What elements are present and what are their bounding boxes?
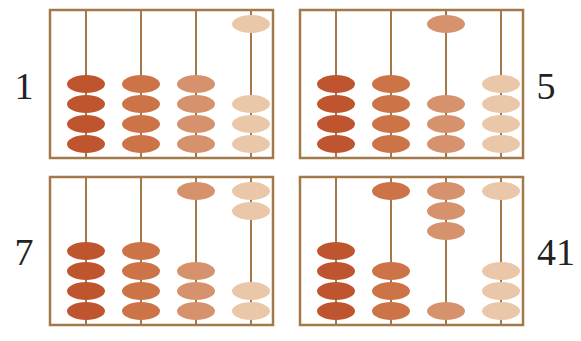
abacus-bead [232,202,270,220]
abacus-bead [372,95,410,113]
abacus-frame [300,10,523,158]
abacus-bead [482,282,520,300]
abacus-bead [67,95,105,113]
abacus-bead [482,182,520,200]
abacus-bead [427,15,465,33]
abacus-bead [67,282,105,300]
abacus-bead [67,135,105,153]
abacus-bead [177,95,215,113]
abacus-bead [177,75,215,93]
abacus-bead [177,135,215,153]
abacus-bead [482,302,520,320]
abacus-bead [67,262,105,280]
abacus-bead [177,282,215,300]
abacus-frame [300,177,523,325]
abacus-bead [232,182,270,200]
abacus-bead [427,115,465,133]
abacus-bead [482,75,520,93]
abacus-bead [177,262,215,280]
abacus-frame-group [50,177,273,325]
abacus-bead [67,115,105,133]
abacus-bead [122,302,160,320]
abacus-frame-group [50,10,273,158]
abacus-frame-group [300,177,523,325]
abacus-bead [122,95,160,113]
number-label: 1 [15,67,34,105]
abacus-bead [232,115,270,133]
abacus-bead [177,302,215,320]
abacus-bead [122,135,160,153]
abacus-bead [482,135,520,153]
abacus-bead [427,202,465,220]
number-label: 5 [537,67,556,105]
abacus-bead [67,302,105,320]
abacus-bead [372,135,410,153]
abacus-bead [317,262,355,280]
abacus-bead [122,75,160,93]
abacus-bead [482,262,520,280]
abacus-bead [427,95,465,113]
abacus-bead [232,302,270,320]
abacus-bead [122,115,160,133]
abacus-bead [317,242,355,260]
abacus-bead [122,262,160,280]
abacus-bead [122,242,160,260]
abacus-bead [317,282,355,300]
abacus-bead [67,75,105,93]
abacus-bead [317,95,355,113]
abacus-bead [232,282,270,300]
abacus-bead [232,95,270,113]
abacus-bead [427,302,465,320]
abacus-bead [177,182,215,200]
number-label: 7 [15,233,34,271]
abacus-bead [317,135,355,153]
abacus-bead [372,115,410,133]
abacus-bead [427,182,465,200]
abacus-bead [67,242,105,260]
abacus-bead [372,302,410,320]
abacus-bead [372,282,410,300]
abacus-bead [317,75,355,93]
abacus-bead [317,115,355,133]
abacus-bead [427,135,465,153]
abacus-bead [372,262,410,280]
abacus-bead [232,15,270,33]
abacus-bead [427,222,465,240]
abacus-bead [317,302,355,320]
number-label: 41 [537,233,575,271]
abacus-bead [482,95,520,113]
abacus-bead [482,115,520,133]
abacus-frame-group [300,10,523,158]
abacus-frame [50,177,273,325]
abacus-bead [372,75,410,93]
abacus-frame [50,10,273,158]
abacus-bead [122,282,160,300]
abacus-bead [372,182,410,200]
abacus-bead [177,115,215,133]
abacus-bead [232,135,270,153]
